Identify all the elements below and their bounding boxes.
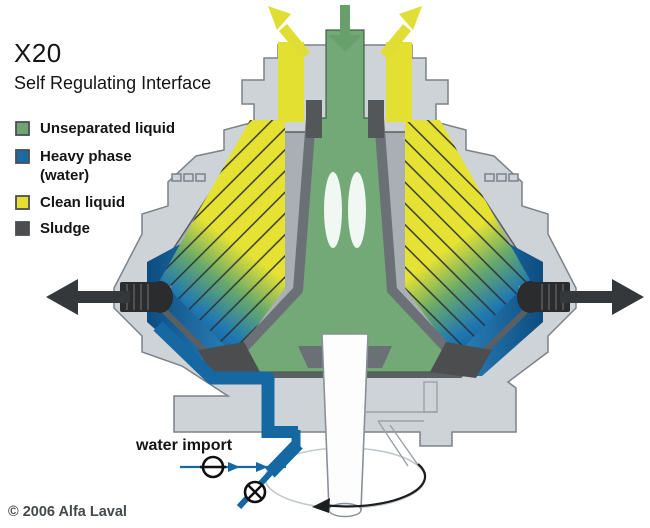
distributor-wall-right (374, 117, 456, 358)
sludge-wedge-right (430, 342, 492, 378)
legend-label-heavy-phase-2: (water) (40, 167, 89, 184)
tooth (508, 173, 519, 182)
legend-swatch-clean-liquid (15, 195, 30, 210)
tooth (484, 173, 495, 182)
sludge-strip-right (368, 100, 384, 138)
casing-teeth-left (171, 173, 206, 182)
page-title: X20 (14, 38, 62, 68)
clean-outlet-arrow-right (380, 6, 422, 59)
water-pipe-bowl-segment (153, 321, 275, 438)
legend-swatch-sludge (15, 221, 30, 236)
rotation-arrow-icon (322, 463, 427, 508)
sludge-discharge-right (517, 279, 644, 315)
sludge-strip-left (306, 100, 322, 138)
shutoff-valve-x2 (247, 484, 263, 500)
legend-label-unseparated: Unseparated liquid (40, 120, 175, 137)
discharge-arrow-shaft-right (560, 291, 614, 303)
disc-stack-left-lines (160, 120, 285, 356)
drain-pipe-lines (366, 411, 437, 467)
sludge-discharge-left (46, 279, 173, 315)
discharge-arrow-shaft-left (76, 291, 130, 303)
page-subtitle: Self Regulating Interface (14, 73, 211, 93)
highlight-left (324, 172, 342, 248)
clean-out-arrow-right-icon (399, 6, 422, 30)
legend-label-sludge: Sludge (40, 220, 90, 237)
clean-arrow-shaft-right (380, 24, 411, 59)
feed-in-arrow-icon (328, 35, 362, 52)
tooth (195, 173, 206, 182)
water-import-label: water import (135, 437, 233, 454)
copyright-text: © 2006 Alfa Laval (8, 504, 127, 520)
highlight-right (348, 172, 366, 248)
disc-stack-right-lines (405, 120, 530, 356)
sludge-out-arrow-left-icon (46, 279, 78, 315)
clean-arrow-shaft-left (279, 24, 310, 59)
tooth (183, 173, 194, 182)
casing-teeth-right (484, 173, 519, 182)
water-pipe (153, 321, 303, 510)
disc-stack-right (405, 120, 530, 356)
shutoff-valve-icon (243, 480, 267, 504)
water-flow-arrow-icon (228, 462, 240, 472)
legend-label-clean-liquid: Clean liquid (40, 194, 125, 211)
clean-outlet-arrow-left (268, 6, 310, 59)
disc-stack-left (160, 120, 285, 356)
tooth (171, 173, 182, 182)
distributor-wall-left (234, 117, 316, 358)
water-pipe-diagonal (265, 439, 303, 478)
rotation-arrowhead-icon (312, 498, 330, 513)
legend-swatch-heavy-phase (15, 149, 30, 164)
tooth (496, 173, 507, 182)
discharge-ribs-right (541, 284, 564, 310)
legend-label-heavy-phase: Heavy phase (40, 148, 132, 165)
legend: Unseparated liquid Heavy phase (water) C… (15, 120, 175, 237)
legend-swatch-unseparated (15, 121, 30, 136)
feed-arrow-shaft (340, 5, 350, 37)
feed-arrow (328, 5, 362, 52)
throttle-valve-icon (200, 455, 226, 479)
water-flow-arrow-icon (256, 462, 268, 472)
spindle (321, 333, 369, 511)
sludge-out-arrow-right-icon (612, 279, 644, 315)
sludge-wedge-left (198, 342, 260, 378)
clean-out-arrow-left-icon (268, 6, 291, 30)
